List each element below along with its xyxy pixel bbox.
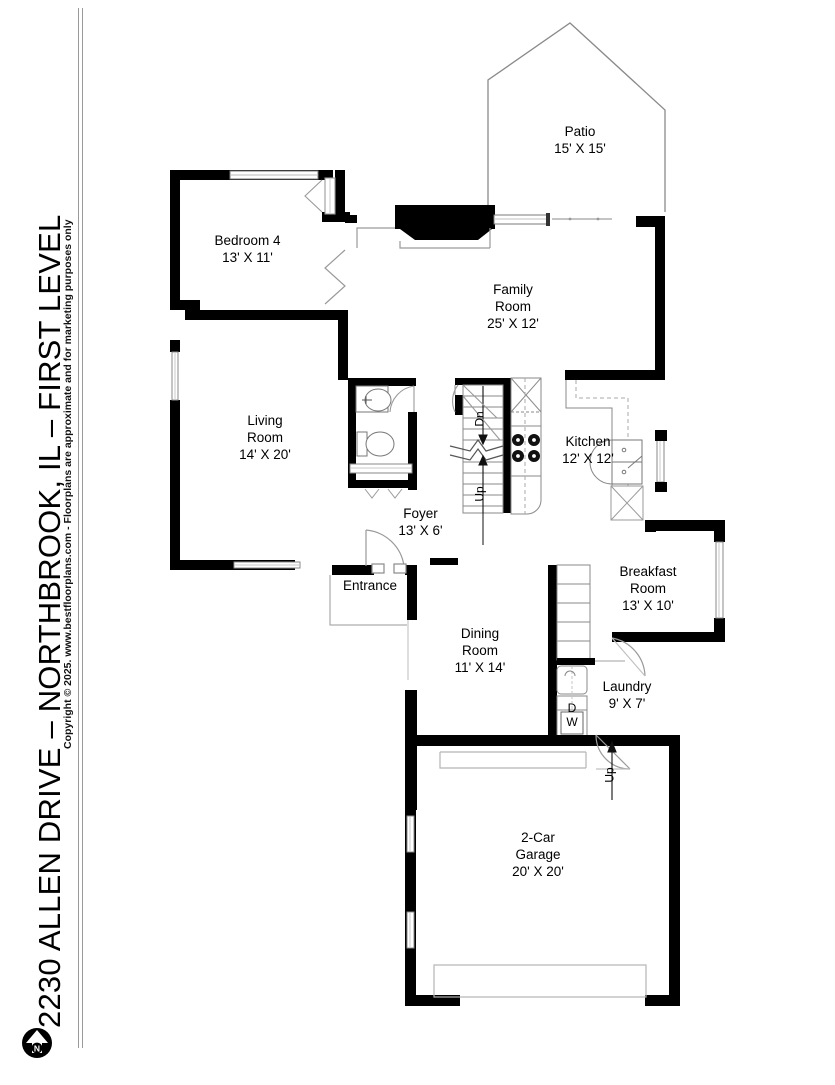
door-bedroom4-closet [304, 177, 336, 215]
wall-garage-right [669, 735, 680, 1005]
wall-family-right [655, 216, 665, 376]
kitchen-cooktop [512, 434, 540, 462]
bathroom-sink-fixture [355, 385, 392, 413]
wall-breakfast-bottom [612, 632, 725, 642]
kitchen-counter-left [510, 377, 542, 515]
door-entrance [365, 529, 407, 574]
wall-breakfast-right-bottom [714, 618, 725, 640]
north-arrow-icon: N [22, 1028, 52, 1058]
wall-dining-stub [430, 558, 458, 565]
fireplace-hearth [400, 229, 492, 240]
wall-breakfast-right-top [714, 520, 725, 542]
wall-bedroom4-left [170, 170, 180, 310]
wall-garage-bottom-right [645, 995, 680, 1006]
bathroom-toilet-fixture [356, 431, 395, 457]
dryer-label: D [567, 701, 577, 715]
wall-bedroom4-bottom-stub [170, 300, 200, 310]
window-garage-left-lower [406, 911, 415, 949]
laundry-sink-fixture [556, 665, 588, 695]
wall-bath-left [348, 378, 356, 488]
wall-entrance-right [407, 565, 417, 620]
wall-breakfast-corner [645, 520, 656, 532]
window-breakfast-right [715, 541, 724, 619]
wall-bedroom4-bottom [185, 310, 345, 320]
window-living-left [171, 351, 179, 401]
stair-up-label: Up [472, 486, 487, 502]
wall-living-bottom [170, 560, 295, 570]
opening-bedroom4-to-family [324, 249, 346, 305]
laundry-washer [556, 709, 588, 737]
garage-stair-up-label: Up [602, 767, 617, 783]
window-bedroom4-top [229, 170, 319, 180]
wall-stair-right [502, 378, 511, 513]
wall-bath-bottom [348, 480, 410, 488]
wall-garage-bottom-left [405, 995, 460, 1006]
door-laundry-to-breakfast [611, 637, 646, 677]
kitchen-sink-fixture [589, 439, 643, 485]
wall-living-left [170, 400, 180, 570]
wall-stair-left-stub [455, 395, 463, 415]
patio-outline [487, 22, 666, 212]
wall-entrance-left [332, 565, 374, 575]
wall-bath-right [408, 412, 417, 490]
wall-bedroom4-closet-right [335, 170, 345, 220]
wall-living-right-upper [338, 310, 348, 380]
title-band: 2230 ALLEN DRIVE – NORTHBROOK, IL – FIRS… [0, 0, 90, 1080]
door-stair-landing [451, 384, 501, 441]
wall-pantry-divider [557, 658, 595, 665]
compass-letter-n: N [34, 1044, 40, 1054]
wall-family-top-right [636, 216, 665, 227]
kitchen-dishwasher [610, 485, 644, 521]
wall-kitchen-top [565, 370, 665, 380]
sliding-door-to-patio [493, 213, 612, 226]
wall-family-top-left-stub [345, 215, 357, 223]
wall-bedroom4-top-right [320, 170, 333, 180]
stair-down-label: Dn [472, 411, 487, 427]
border-rule-inner [78, 8, 79, 1048]
wall-breakfast-top [645, 520, 725, 531]
washer-label: W [566, 715, 578, 729]
wall-living-upper-stub [170, 340, 180, 352]
window-garage-left-upper [406, 815, 415, 853]
fireplace-mass [395, 205, 495, 229]
border-rule-outer [82, 8, 83, 1048]
doors-foyer-closet [349, 463, 413, 499]
wall-garage-top [405, 735, 680, 746]
wall-stair-top [455, 378, 510, 385]
wall-pantry-left [548, 565, 557, 740]
garage-step-outline [439, 751, 587, 769]
wall-bath-top [348, 378, 416, 386]
wall-kitchen-right-lower [655, 482, 667, 492]
wall-kitchen-top-stub [565, 370, 575, 378]
stair-break-line [449, 438, 504, 461]
door-bathroom [389, 385, 415, 413]
garage-up-arrow [607, 740, 617, 800]
garage-door-opening [433, 964, 647, 998]
window-living-bottom [233, 561, 301, 569]
family-top-thin-wall [356, 227, 491, 249]
pantry-shelves [556, 564, 591, 661]
window-kitchen-right [656, 439, 665, 483]
wall-garage-left [405, 735, 416, 1005]
north-compass: N [20, 1026, 54, 1060]
wall-kitchen-right-upper [655, 430, 667, 441]
stair-direction-arrows [478, 386, 488, 545]
entrance-stoop-outline [329, 575, 409, 680]
